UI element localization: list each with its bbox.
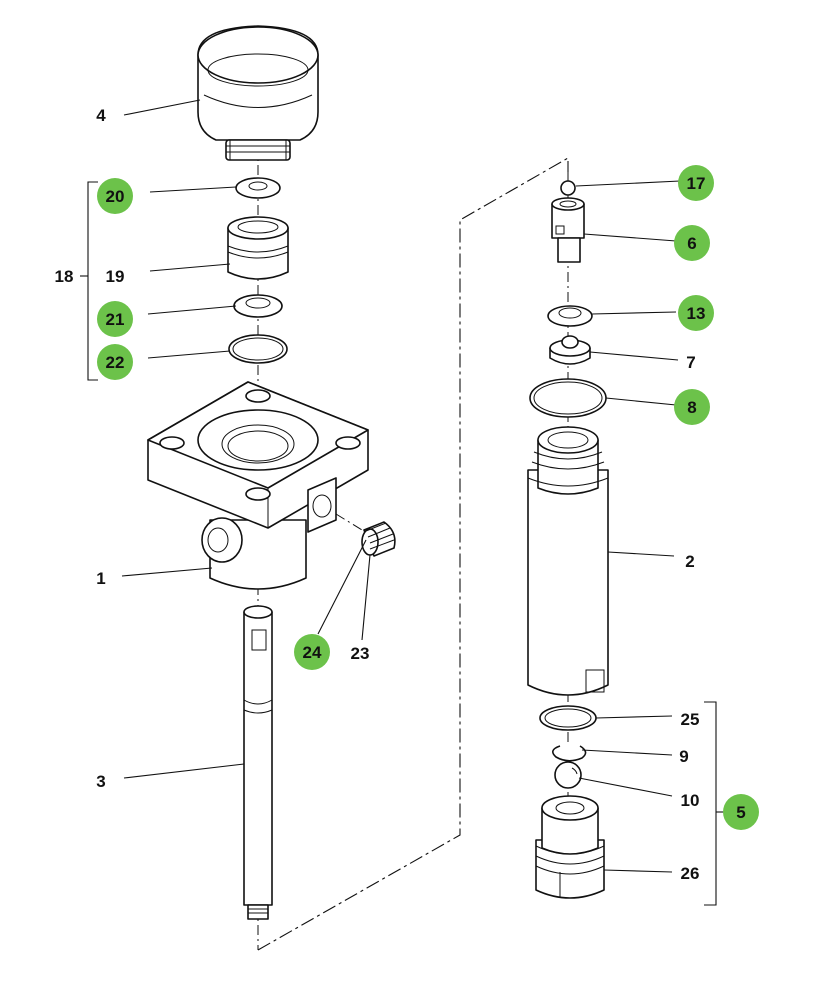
label-7: 7 bbox=[686, 353, 695, 372]
leader-lines bbox=[121, 99, 681, 873]
part-20-washer bbox=[235, 177, 281, 199]
label-24: 24 bbox=[303, 643, 322, 662]
badge-8 bbox=[674, 389, 710, 425]
part-6-fitting bbox=[551, 197, 585, 263]
part-8-oring bbox=[529, 378, 607, 418]
label-22: 22 bbox=[106, 353, 125, 372]
label-13: 13 bbox=[687, 304, 706, 323]
part-19-bushing bbox=[227, 216, 289, 280]
part-22-oring bbox=[228, 334, 288, 364]
label-23: 23 bbox=[351, 644, 370, 663]
part-21-seal bbox=[233, 294, 283, 318]
badge-17 bbox=[678, 165, 714, 201]
part-1-housing bbox=[147, 381, 369, 590]
part-3-shaft bbox=[243, 605, 273, 920]
label-18: 18 bbox=[55, 267, 74, 286]
bracket-18 bbox=[87, 181, 98, 381]
part-10-ball bbox=[554, 761, 582, 789]
bracket-5 bbox=[704, 701, 717, 906]
label-21: 21 bbox=[106, 310, 125, 329]
part-26-valve-body bbox=[535, 795, 605, 899]
part-9-clip bbox=[552, 745, 587, 762]
label-17: 17 bbox=[687, 174, 706, 193]
part-23-knob bbox=[361, 521, 396, 557]
part-13-seal bbox=[547, 305, 593, 327]
knob-axis-line bbox=[335, 513, 363, 531]
badge-5 bbox=[723, 794, 759, 830]
part-2-cylinder bbox=[527, 426, 609, 696]
part-labels: 4 20 18 19 21 22 1 24 23 3 17 6 13 7 8 2… bbox=[55, 106, 746, 883]
label-9: 9 bbox=[679, 747, 688, 766]
label-1: 1 bbox=[96, 569, 105, 588]
part-7-nut bbox=[549, 335, 591, 365]
label-8: 8 bbox=[687, 398, 696, 417]
badge-22 bbox=[97, 344, 133, 380]
part-4-cap bbox=[197, 25, 319, 161]
label-25: 25 bbox=[681, 710, 700, 729]
part-17-ball bbox=[560, 180, 576, 196]
highlight-badges bbox=[97, 165, 759, 830]
assembly-connection-line bbox=[257, 157, 569, 951]
label-5: 5 bbox=[736, 803, 745, 822]
badge-13 bbox=[678, 295, 714, 331]
label-19: 19 bbox=[106, 267, 125, 286]
label-4: 4 bbox=[96, 106, 106, 125]
part-25-oring bbox=[539, 705, 597, 731]
label-20: 20 bbox=[106, 187, 125, 206]
badge-6 bbox=[674, 225, 710, 261]
badge-20 bbox=[97, 178, 133, 214]
badge-24 bbox=[294, 634, 330, 670]
label-26: 26 bbox=[681, 864, 700, 883]
label-10: 10 bbox=[681, 791, 700, 810]
label-2: 2 bbox=[685, 552, 694, 571]
badge-21 bbox=[97, 301, 133, 337]
label-6: 6 bbox=[687, 234, 696, 253]
label-3: 3 bbox=[96, 772, 105, 791]
